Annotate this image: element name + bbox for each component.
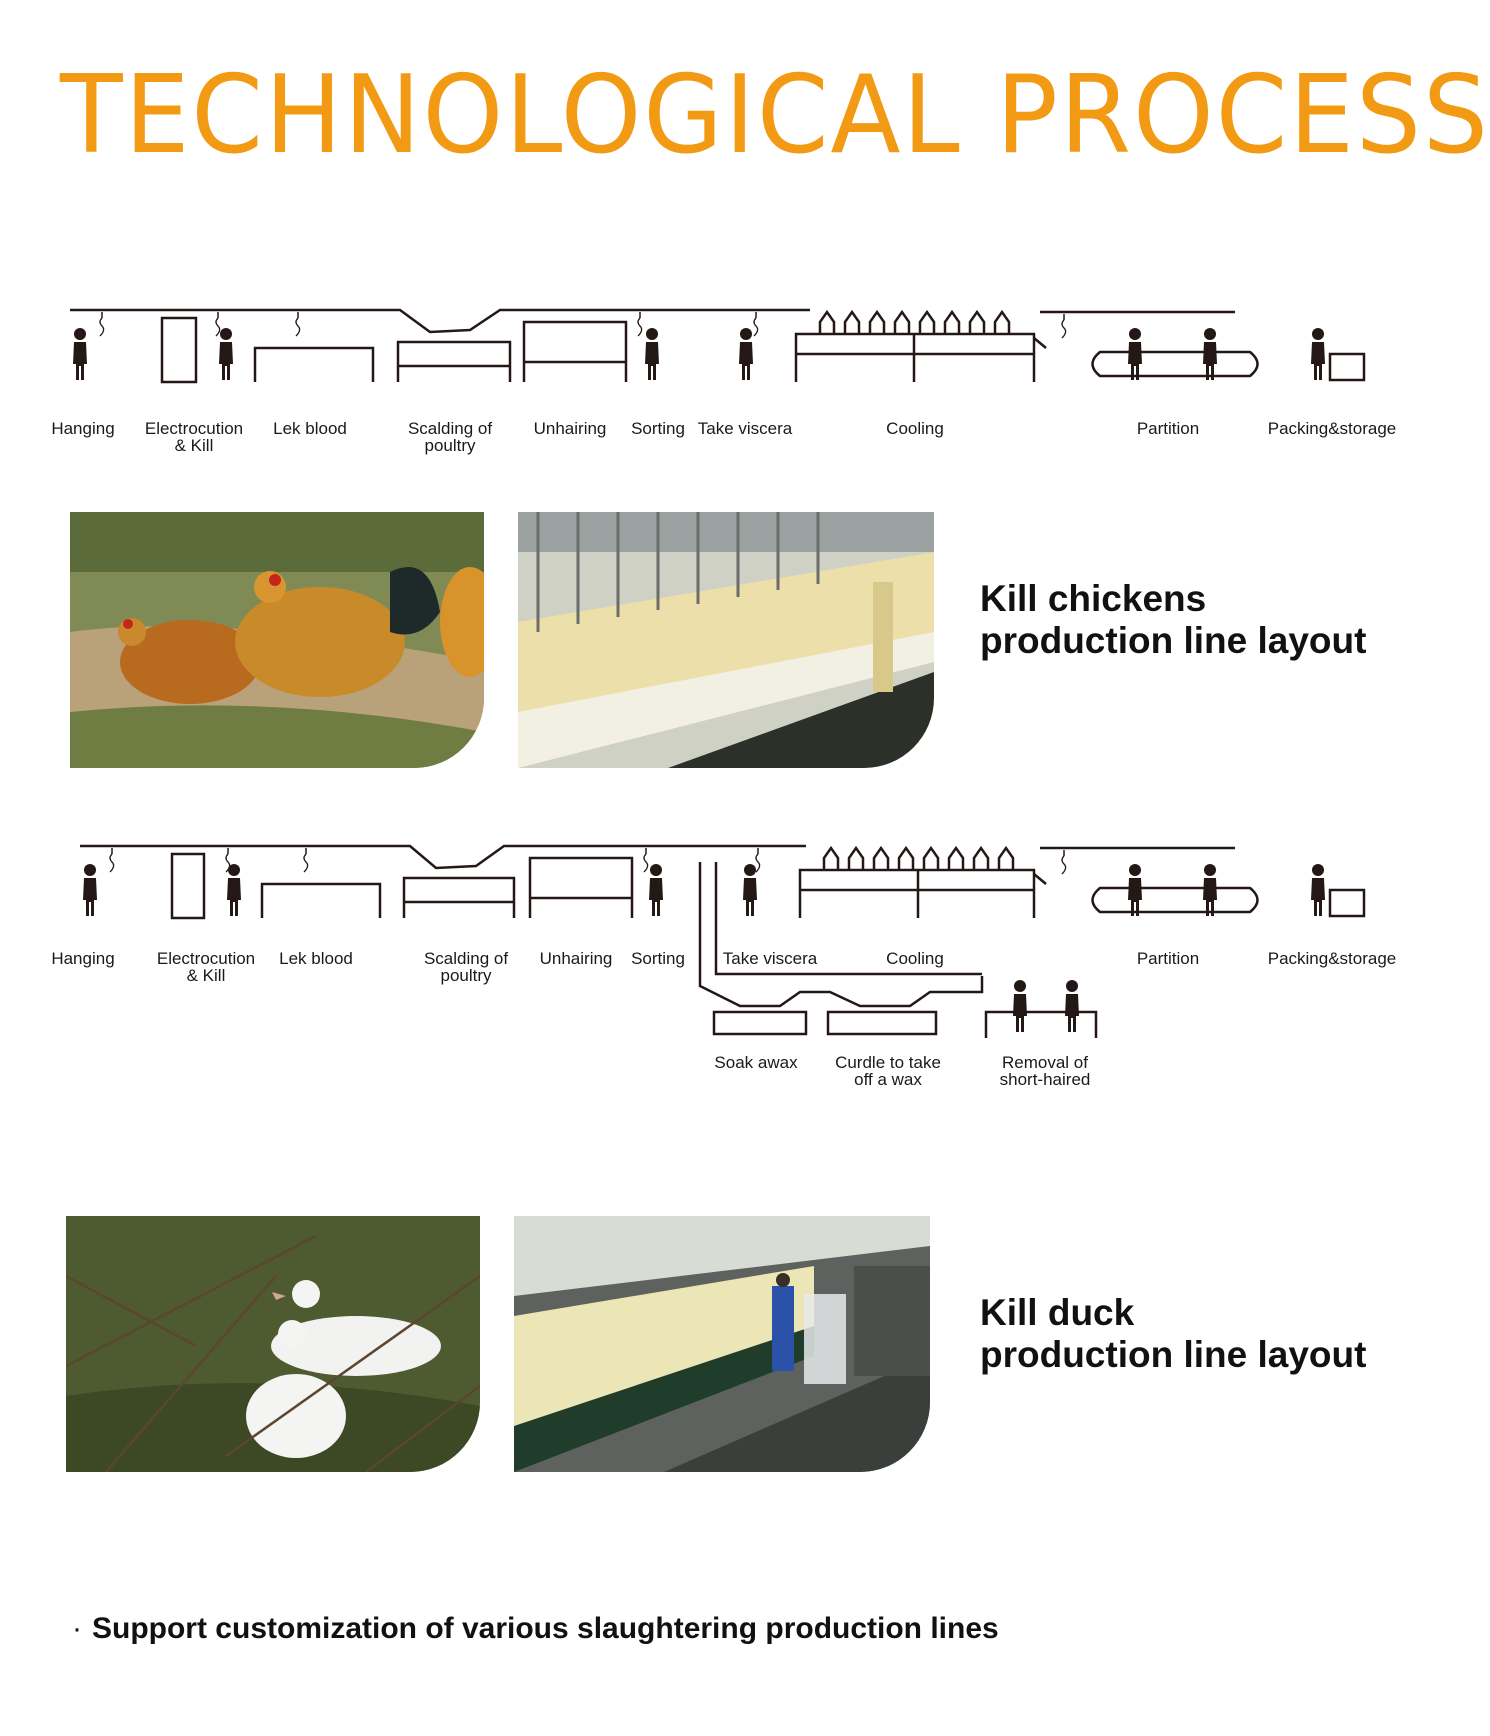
chicken-step-cooling: Cooling xyxy=(886,419,944,438)
label: Electrocution & Kill xyxy=(156,949,256,985)
chicken-step-hanging: Hanging xyxy=(51,419,115,438)
chicken-process-diagram xyxy=(70,308,1366,384)
label: Scalding of poultry xyxy=(407,419,493,455)
duck-pond-photo xyxy=(66,1216,480,1472)
duck-branch-remove-hair: Removal of short-haired xyxy=(990,1054,1100,1088)
duck-step-hanging: Hanging xyxy=(51,949,115,968)
chicken-farm-photo xyxy=(70,512,484,768)
duck-step-partition: Partition xyxy=(1136,949,1200,968)
page-title: TECHNOLOGICAL PROCESS xyxy=(60,53,1490,178)
chicken-step-unhairing: Unhairing xyxy=(533,419,607,438)
chicken-step-packing: Packing&storage xyxy=(1267,419,1397,438)
duck-line-photo xyxy=(514,1216,930,1472)
duck-branch-curdle-wax: Curdle to take off a wax xyxy=(826,1054,950,1088)
heading-line-2: production line layout xyxy=(980,1334,1367,1375)
label: Scalding of poultry xyxy=(423,949,509,985)
heading-line-2: production line layout xyxy=(980,620,1367,661)
bullet-dot: · xyxy=(72,1612,82,1645)
duck-step-electrocution: Electrocution & Kill xyxy=(152,950,260,984)
heading-line-1: Kill chickens xyxy=(980,578,1207,619)
label: Electrocution & Kill xyxy=(144,419,244,455)
chicken-step-partition: Partition xyxy=(1136,419,1200,438)
chicken-step-take-viscera: Take viscera xyxy=(697,419,793,438)
duck-step-packing: Packing&storage xyxy=(1267,949,1397,968)
footer-text: Support customization of various slaught… xyxy=(92,1612,999,1645)
duck-step-sorting: Sorting xyxy=(631,949,685,968)
chicken-step-sorting: Sorting xyxy=(631,419,685,438)
duck-branch-soak-wax: Soak awax xyxy=(714,1053,798,1072)
duck-step-cooling: Cooling xyxy=(886,949,944,968)
chicken-step-lek-blood: Lek blood xyxy=(273,419,347,438)
chicken-line-heading: Kill chickens production line layout xyxy=(980,578,1366,662)
duck-process-diagram xyxy=(80,844,1366,1038)
duck-step-lek-blood: Lek blood xyxy=(279,949,353,968)
duck-step-scalding: Scalding of poultry xyxy=(414,950,518,984)
chicken-line-photo xyxy=(518,512,934,768)
footer-note: · Support customization of various slaugh… xyxy=(72,1612,999,1646)
duck-step-take-viscera: Take viscera xyxy=(722,949,818,968)
duck-step-unhairing: Unhairing xyxy=(539,949,613,968)
label: Removal of short-haired xyxy=(999,1053,1091,1089)
chicken-step-electrocution: Electrocution & Kill xyxy=(140,420,248,454)
chicken-step-scalding: Scalding of poultry xyxy=(398,420,502,454)
label: Curdle to take off a wax xyxy=(835,1053,941,1089)
heading-line-1: Kill duck xyxy=(980,1292,1135,1333)
duck-line-heading: Kill duck production line layout xyxy=(980,1292,1366,1376)
